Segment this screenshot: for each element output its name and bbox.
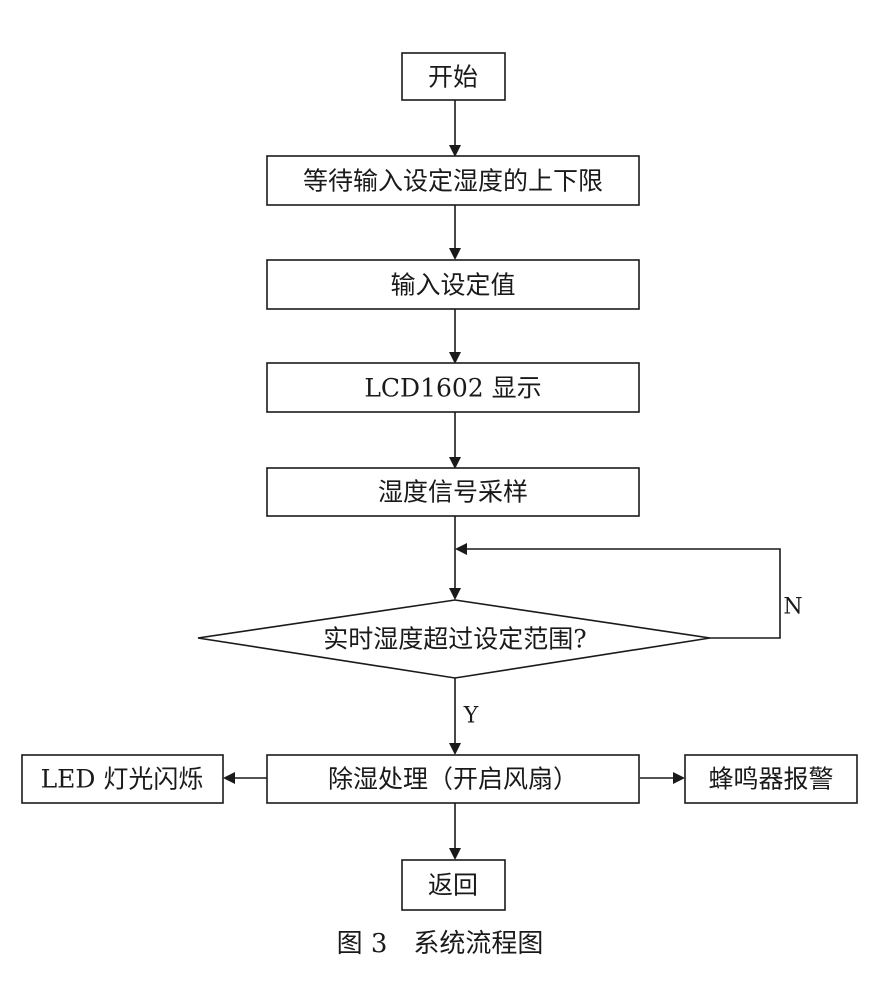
figure-caption: 图 3 系统流程图 [337,929,544,959]
node-buzzer-label: 蜂鸣器报警 [708,765,833,794]
node-buzzer: 蜂鸣器报警 [684,754,858,804]
node-decision-label: 实时湿度超过设定范围? [323,625,586,654]
node-dehumidify: 除湿处理（开启风扇） [266,754,640,804]
node-start: 开始 [401,52,506,101]
node-input-value-label: 输入设定值 [390,271,515,300]
node-lcd-display: LCD1602 显示 [266,362,640,413]
edge-decision-no-loop [455,543,781,639]
node-sampling: 湿度信号采样 [266,467,640,517]
node-return-label: 返回 [428,871,478,900]
node-return: 返回 [401,859,506,911]
node-wait-input-label: 等待输入设定湿度的上下限 [303,167,603,196]
node-input-value: 输入设定值 [266,259,640,310]
node-led: LED 灯光闪烁 [21,754,224,804]
node-lcd-display-label: LCD1602 显示 [364,374,541,403]
node-start-label: 开始 [428,63,478,92]
node-sampling-label: 湿度信号采样 [378,478,528,507]
node-decision: 实时湿度超过设定范围? [197,599,711,679]
node-dehumidify-label: 除湿处理（开启风扇） [328,765,578,794]
node-led-label: LED 灯光闪烁 [41,765,204,794]
edge-label-yes: Y [463,704,479,729]
node-wait-input: 等待输入设定湿度的上下限 [266,155,640,206]
edge-label-no: N [783,595,802,620]
